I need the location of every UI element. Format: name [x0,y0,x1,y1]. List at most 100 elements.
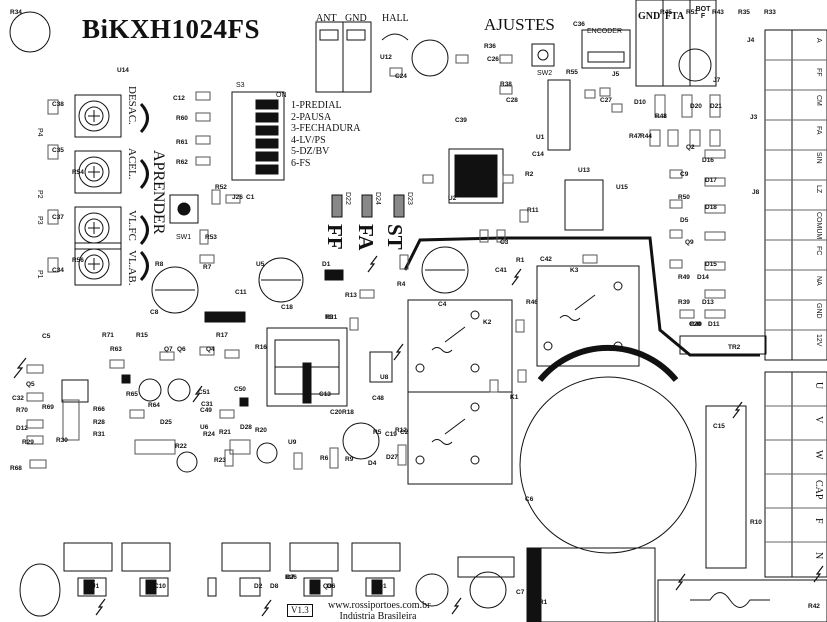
component-ref-label: R9 [345,456,354,463]
dip-switch-s3 [231,91,285,181]
component-ref-label: R13 [345,292,357,299]
component-ref-label: TR1 [325,314,338,321]
component-ref-label: U2 [448,195,457,202]
connector-j7 [635,0,717,87]
encoder-label: ENCODER [587,28,623,35]
relay-k1 [407,391,513,485]
j7-label-gnd: GND [638,11,661,22]
component-ref-label: R43 [712,9,724,16]
led-d24-ref: D24 [374,192,381,205]
trimpot-p3-ref: P3 [36,216,43,225]
component-ref-label: K1 [510,394,519,401]
led-fa-label: FA [354,224,378,251]
component-ref-label: R24 [203,431,215,438]
component-ref-label: Q4 [206,346,215,353]
website-text: www.rossiportoes.com.br [328,600,431,611]
component-ref-label: D1 [322,261,331,268]
component-ref-label: D6 [327,583,336,590]
component-ref-label: C37 [52,214,64,221]
dip-ref: S3 [236,82,245,89]
component-ref-label: D5 [680,217,689,224]
component-ref-label: R23 [214,457,226,464]
component-ref-label: C6 [525,496,534,503]
component-ref-label: C1 [246,194,255,201]
component-ref-label: R18 [342,409,354,416]
component-ref-label: C24 [395,73,407,80]
transformer-tr2 [679,335,767,355]
terminal-label-cm: CM [815,95,822,106]
component-ref-label: R45 [660,9,672,16]
terminal-label-n: N [813,552,824,560]
trimpot-p3-label: VL.FC [126,210,138,241]
component-ref-label: R17 [216,332,228,339]
component-ref-label: D25 [160,419,172,426]
component-ref-label: R30 [56,437,68,444]
component-ref-label: C32 [12,395,24,402]
capacitor-c6 [342,422,380,460]
component-ref-label: U9 [288,439,297,446]
component-ref-label: C51 [198,389,210,396]
board-model-title: BiKXH1024FS [82,14,261,44]
component-ref-label: Q6 [177,346,186,353]
connector-j5 [581,29,631,69]
component-ref-label: C14 [532,151,544,158]
component-ref-label: R22 [175,443,187,450]
trimpot-p1-ref: P1 [36,270,43,279]
trimpot-p4-label: DESAC. [126,86,138,125]
fuse-f1 [657,579,827,622]
capacitor-c10 [457,556,515,578]
component-ref-label: C12 [173,95,185,102]
component-ref-label: C38 [52,101,64,108]
component-ref-label: U14 [117,67,129,74]
mounting-hole [678,48,712,82]
component-ref-label: R28 [93,419,105,426]
transformer-tr1 [266,327,348,407]
component-ref-label: D18 [705,204,717,211]
component-ref-label: R60 [176,115,188,122]
terminal-label-f: F [813,518,824,524]
component-ref-label: R6 [320,455,329,462]
dip-position-2: 2-PAUSA [291,111,332,123]
component-ref-label: C48 [372,395,384,402]
board-version: V1.3 [287,604,313,617]
mounting-hole [415,573,449,607]
component-ref-label: R3 [325,314,334,321]
j7-label-botf: BOT F [695,6,711,20]
learn-label: APRENDER [150,150,167,235]
terminal-label-comum: COMUM [815,212,822,240]
component-ref-label: R10 [750,519,762,526]
terminal-label-a: A [815,38,822,43]
component-ref-label: Q2 [686,144,695,151]
component-ref-label: R40 [690,321,702,328]
led-d23-ref: D23 [406,192,413,205]
component-ref-label: D12 [16,425,28,432]
component-ref-label: D11 [708,321,720,328]
sw2-ref: SW2 [537,70,553,77]
component-ref-label: R69 [42,404,54,411]
component-ref-label: R61 [176,139,188,146]
capacitor-c4 [421,246,469,294]
component-ref-label: K3 [570,267,579,274]
mounting-hole [411,39,449,77]
component-ref-label: R65 [126,391,138,398]
component-ref-label: D2 [254,583,263,590]
component-ref-label: R35 [738,9,750,16]
component-ref-label: J2 [88,579,96,586]
component-ref-label: R4 [397,281,406,288]
led-st-label: ST [383,224,407,250]
component-ref-label: C29 [689,321,701,328]
terminal-label-w: W [813,450,824,460]
component-ref-label: D13 [702,299,714,306]
component-ref-label: C9 [680,171,689,178]
terminal-label-fc: FC [815,246,822,256]
component-ref-label: C15 [713,423,725,430]
dip-position-1: 1-PREDIAL [291,100,342,111]
terminal-label-v: V [813,416,824,424]
component-ref-label: R21 [219,429,231,436]
component-ref-label: C11 [235,289,247,296]
trimpot-p2-label: ACEL. [126,148,138,180]
component-ref-label: R62 [176,159,188,166]
component-ref-label: D10 [634,99,646,106]
component-ref-label: R66 [93,406,105,413]
